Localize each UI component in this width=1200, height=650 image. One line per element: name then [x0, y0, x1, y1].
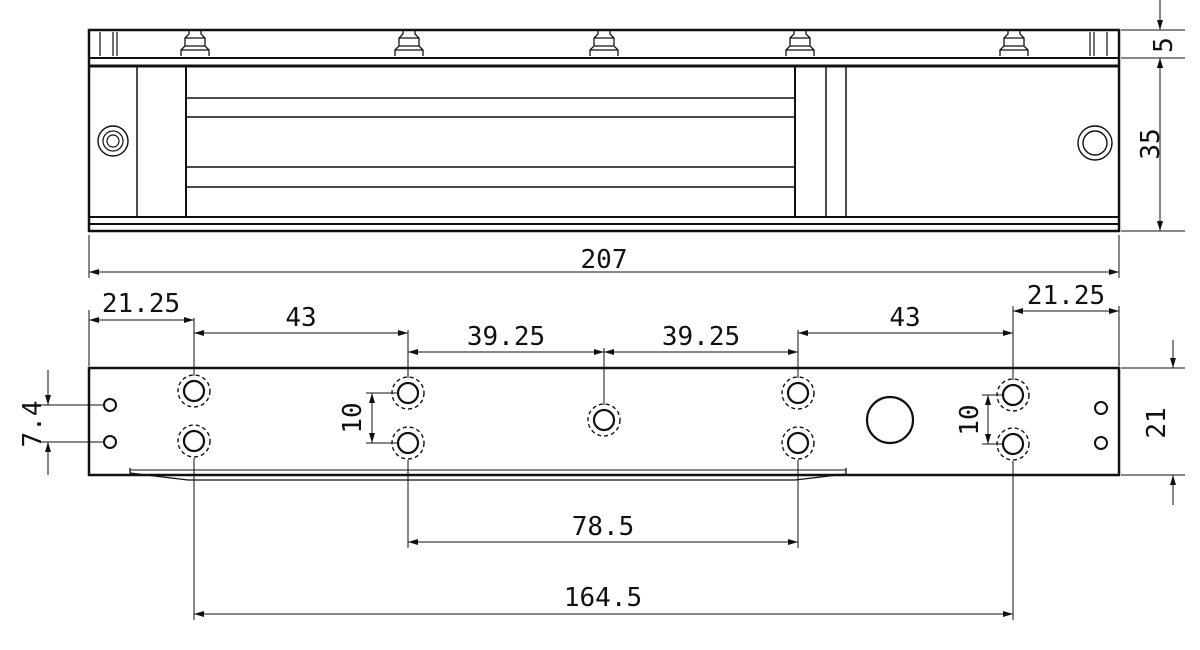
dim-label-right-edge: 21.25: [1027, 281, 1105, 311]
dim-label-right-spacing: 43: [889, 303, 920, 333]
coil-slot: [185, 65, 796, 99]
dim-top-height: 5 35: [1121, 0, 1185, 232]
dim-right-pair-pitch: 10: [955, 394, 1003, 445]
countersunk-hole: [781, 426, 815, 460]
dim-label-left-spacing: 43: [285, 303, 316, 333]
dim-left-spacing: 43: [194, 303, 408, 336]
dim-right-spacing: 43: [798, 303, 1013, 336]
small-hole: [1094, 436, 1108, 450]
dim-label-bottom-width: 21: [1142, 407, 1172, 438]
small-hole: [103, 398, 117, 412]
dim-label-center-left: 39.25: [467, 322, 545, 352]
dim-top-chain-extensions: [88, 306, 1120, 405]
screw-head: [394, 30, 424, 56]
cap-end-right: [1089, 32, 1108, 56]
dim-label-right-pair-pitch: 10: [955, 404, 985, 435]
screw-head: [180, 30, 210, 56]
dim-label-small-hole-pitch: 7.4: [18, 401, 48, 448]
countersunk-hole: [177, 424, 211, 458]
coil-slot: [185, 116, 796, 168]
countersunk-hole: [177, 374, 211, 408]
small-hole: [1094, 401, 1108, 415]
dim-label-inner-span: 78.5: [572, 512, 635, 542]
top-view: [87, 28, 1121, 233]
cap-end-left: [99, 32, 118, 56]
top-view-outline: [87, 28, 1121, 233]
dim-center-left: 39.25: [408, 322, 604, 355]
dim-small-hole-pitch: 7.4: [18, 370, 104, 475]
dim-overall-length: 207: [88, 235, 1120, 278]
screw-head: [785, 30, 815, 56]
coil-slot: [185, 186, 796, 218]
dim-left-pair-pitch: 10: [338, 392, 398, 444]
dim-label-left-pair-pitch: 10: [338, 402, 368, 433]
countersunk-hole: [587, 403, 621, 437]
cable-hole: [865, 395, 915, 445]
dim-label-body-height: 35: [1136, 128, 1166, 159]
countersunk-hole: [781, 376, 815, 410]
dim-label-outer-span: 164.5: [564, 583, 642, 613]
mounting-boss-left: [97, 125, 129, 157]
dim-outer-span: 164.5: [194, 583, 1013, 617]
dim-bottom-width: 21: [1121, 340, 1185, 505]
dim-label-overall-length: 207: [581, 245, 628, 275]
mounting-boss-right: [1077, 125, 1113, 161]
dim-inner-span: 78.5: [408, 512, 798, 545]
dim-label-left-edge: 21.25: [102, 289, 180, 319]
small-hole: [103, 435, 117, 449]
dim-right-edge: 21.25: [1013, 281, 1119, 314]
dim-center-right: 39.25: [604, 322, 798, 355]
dim-label-center-right: 39.25: [662, 322, 740, 352]
dim-left-edge: 21.25: [89, 289, 194, 323]
screw-head: [589, 30, 619, 56]
screw-head: [999, 30, 1029, 56]
dim-label-cap-height: 5: [1149, 37, 1179, 53]
dim-lower-extensions: [193, 458, 1014, 620]
armature-edge: [129, 468, 847, 481]
